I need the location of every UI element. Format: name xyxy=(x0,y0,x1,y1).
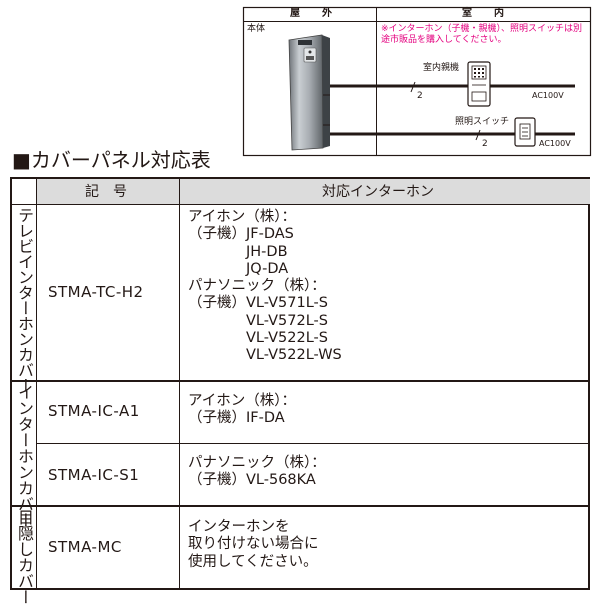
outdoor-header: 屋 外 xyxy=(290,8,338,19)
models-stma-mc: インターホンを 取り付けない場合に 使用してください。 xyxy=(188,519,319,570)
category-column-divider xyxy=(36,179,37,588)
models-stma-ic-s1: パナソニック（株）： （子機）VL-568KA xyxy=(188,455,326,489)
group-divider-2 xyxy=(12,505,588,507)
table-header-row xyxy=(36,179,590,204)
wire-count-2: 2 xyxy=(482,139,488,149)
power-label-2: AC100V xyxy=(539,139,571,148)
light-switch-label: 照明スイッチ xyxy=(455,117,510,127)
category-blind-cover: 目隠しカバー xyxy=(15,509,34,605)
row-divider xyxy=(36,443,588,444)
indoor-header: 室 内 xyxy=(462,8,510,19)
wiring-diagram: 屋 外 室 内 本体 ※インターホン（子機・親機）、照明スイッチは別途市販品を購… xyxy=(0,0,600,160)
category-tv-intercom-cover: テレビインターホンカバー xyxy=(15,207,34,393)
models-stma-ic-a1: アイホン（株）： （子機）IF-DA xyxy=(188,393,297,427)
code-stma-ic-s1: STMA-IC-S1 xyxy=(48,466,140,484)
group-divider-1 xyxy=(12,380,588,382)
power-label-1: AC100V xyxy=(532,91,564,100)
wire-count-1: 2 xyxy=(417,91,423,101)
code-stma-mc: STMA-MC xyxy=(48,538,122,556)
purchase-note: ※インターホン（子機・親機）、照明スイッチは別途市販品を購入してください。 xyxy=(381,24,583,45)
body-label: 本体 xyxy=(247,24,266,34)
category-intercom-cover: インターホンカバー xyxy=(15,384,34,528)
models-stma-tc-h2: アイホン（株）： （子機）JF-DAS JH-DB JQ-DA パナソニック（株… xyxy=(188,209,342,364)
code-column-divider xyxy=(179,179,180,588)
wiring-diagram-drawing xyxy=(242,6,592,157)
indoor-unit-label: 室内親機 xyxy=(423,63,460,73)
header-intercom: 対応インターホン xyxy=(322,184,434,200)
cover-panel-table: 記 号 対応インターホン テレビインターホンカバー STMA-TC-H2 アイホ… xyxy=(10,177,590,605)
code-stma-tc-h2: STMA-TC-H2 xyxy=(48,283,144,301)
code-stma-ic-a1: STMA-IC-A1 xyxy=(48,402,140,420)
header-divider xyxy=(12,204,588,205)
header-code: 記 号 xyxy=(85,184,127,200)
section-title: ■カバーパネル対応表 xyxy=(12,148,211,172)
